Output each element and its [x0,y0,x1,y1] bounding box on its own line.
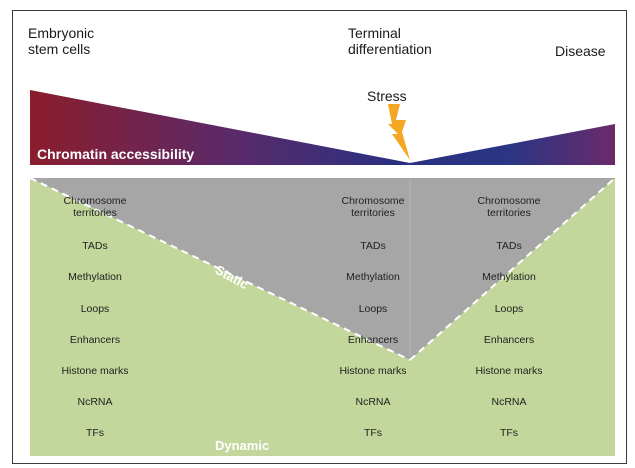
left-item: TFs [85,427,105,439]
right-item: Chromosome territories [477,195,541,219]
middle-item: TFs [363,427,383,439]
left-item: Methylation [68,271,122,283]
middle-item: Loops [358,303,388,315]
static-boundary-left [29,177,411,361]
right-item: Enhancers [483,334,535,346]
chromatin-accessibility-label: Chromatin accessibility [37,146,195,162]
static-region [30,178,615,360]
left-item: TADs [82,240,108,252]
middle-item: Methylation [346,271,400,283]
middle-item: NcRNA [355,396,391,408]
right-item: TFs [499,427,519,439]
right-item: TADs [496,240,522,252]
left-item: NcRNA [77,396,113,408]
left-item: Enhancers [69,334,121,346]
stress-label: Stress [367,88,407,104]
accessibility-band [30,90,615,165]
dynamic-label: Dynamic [215,438,270,453]
right-item: Histone marks [475,365,543,377]
left-item: Chromosome territories [63,195,127,219]
middle-item: TADs [360,240,386,252]
stage-embryonic-stem-cells: Embryonic stem cells [28,25,95,57]
stress-bolt-icon [388,104,410,160]
left-item: Loops [80,303,110,315]
right-item: NcRNA [491,396,527,408]
middle-item: Histone marks [339,365,407,377]
stage-disease: Disease [555,43,606,59]
right-item: Methylation [482,271,536,283]
right-item: Loops [494,303,524,315]
static-boundary-right [409,177,616,361]
stage-terminal-differentiation: Terminal differentiation [348,25,432,57]
left-item: Histone marks [61,365,129,377]
middle-item: Chromosome territories [341,195,405,219]
middle-item: Enhancers [347,334,399,346]
figure-frame [12,10,627,464]
